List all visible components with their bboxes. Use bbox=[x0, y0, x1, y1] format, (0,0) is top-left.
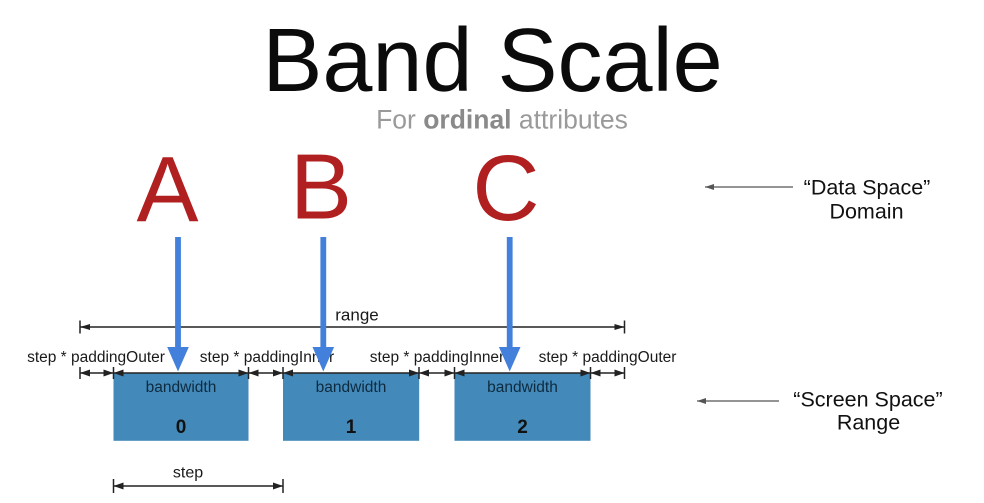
svg-text:C: C bbox=[472, 136, 539, 240]
svg-text:step * paddingInner: step * paddingInner bbox=[200, 349, 334, 366]
svg-text:B: B bbox=[290, 135, 352, 239]
svg-text:step: step bbox=[173, 465, 203, 482]
svg-text:Range: Range bbox=[837, 411, 900, 435]
svg-text:2: 2 bbox=[517, 417, 528, 438]
svg-text:Domain: Domain bbox=[829, 200, 903, 224]
svg-text:0: 0 bbox=[176, 417, 187, 438]
svg-text:step * paddingOuter: step * paddingOuter bbox=[27, 349, 165, 366]
svg-text:A: A bbox=[136, 137, 198, 241]
svg-text:step * paddingOuter: step * paddingOuter bbox=[539, 349, 677, 366]
svg-text:“Screen Space”: “Screen Space” bbox=[793, 388, 942, 412]
svg-text:“Data Space”: “Data Space” bbox=[804, 176, 931, 200]
svg-text:bandwidth: bandwidth bbox=[487, 379, 558, 396]
svg-text:range: range bbox=[335, 306, 378, 325]
svg-text:For ordinal attributes: For ordinal attributes bbox=[376, 105, 628, 135]
svg-text:1: 1 bbox=[346, 417, 357, 438]
svg-text:bandwidth: bandwidth bbox=[316, 379, 387, 396]
svg-text:step * paddingInner: step * paddingInner bbox=[370, 349, 504, 366]
svg-text:Band Scale: Band Scale bbox=[262, 11, 722, 111]
svg-text:bandwidth: bandwidth bbox=[146, 379, 217, 396]
